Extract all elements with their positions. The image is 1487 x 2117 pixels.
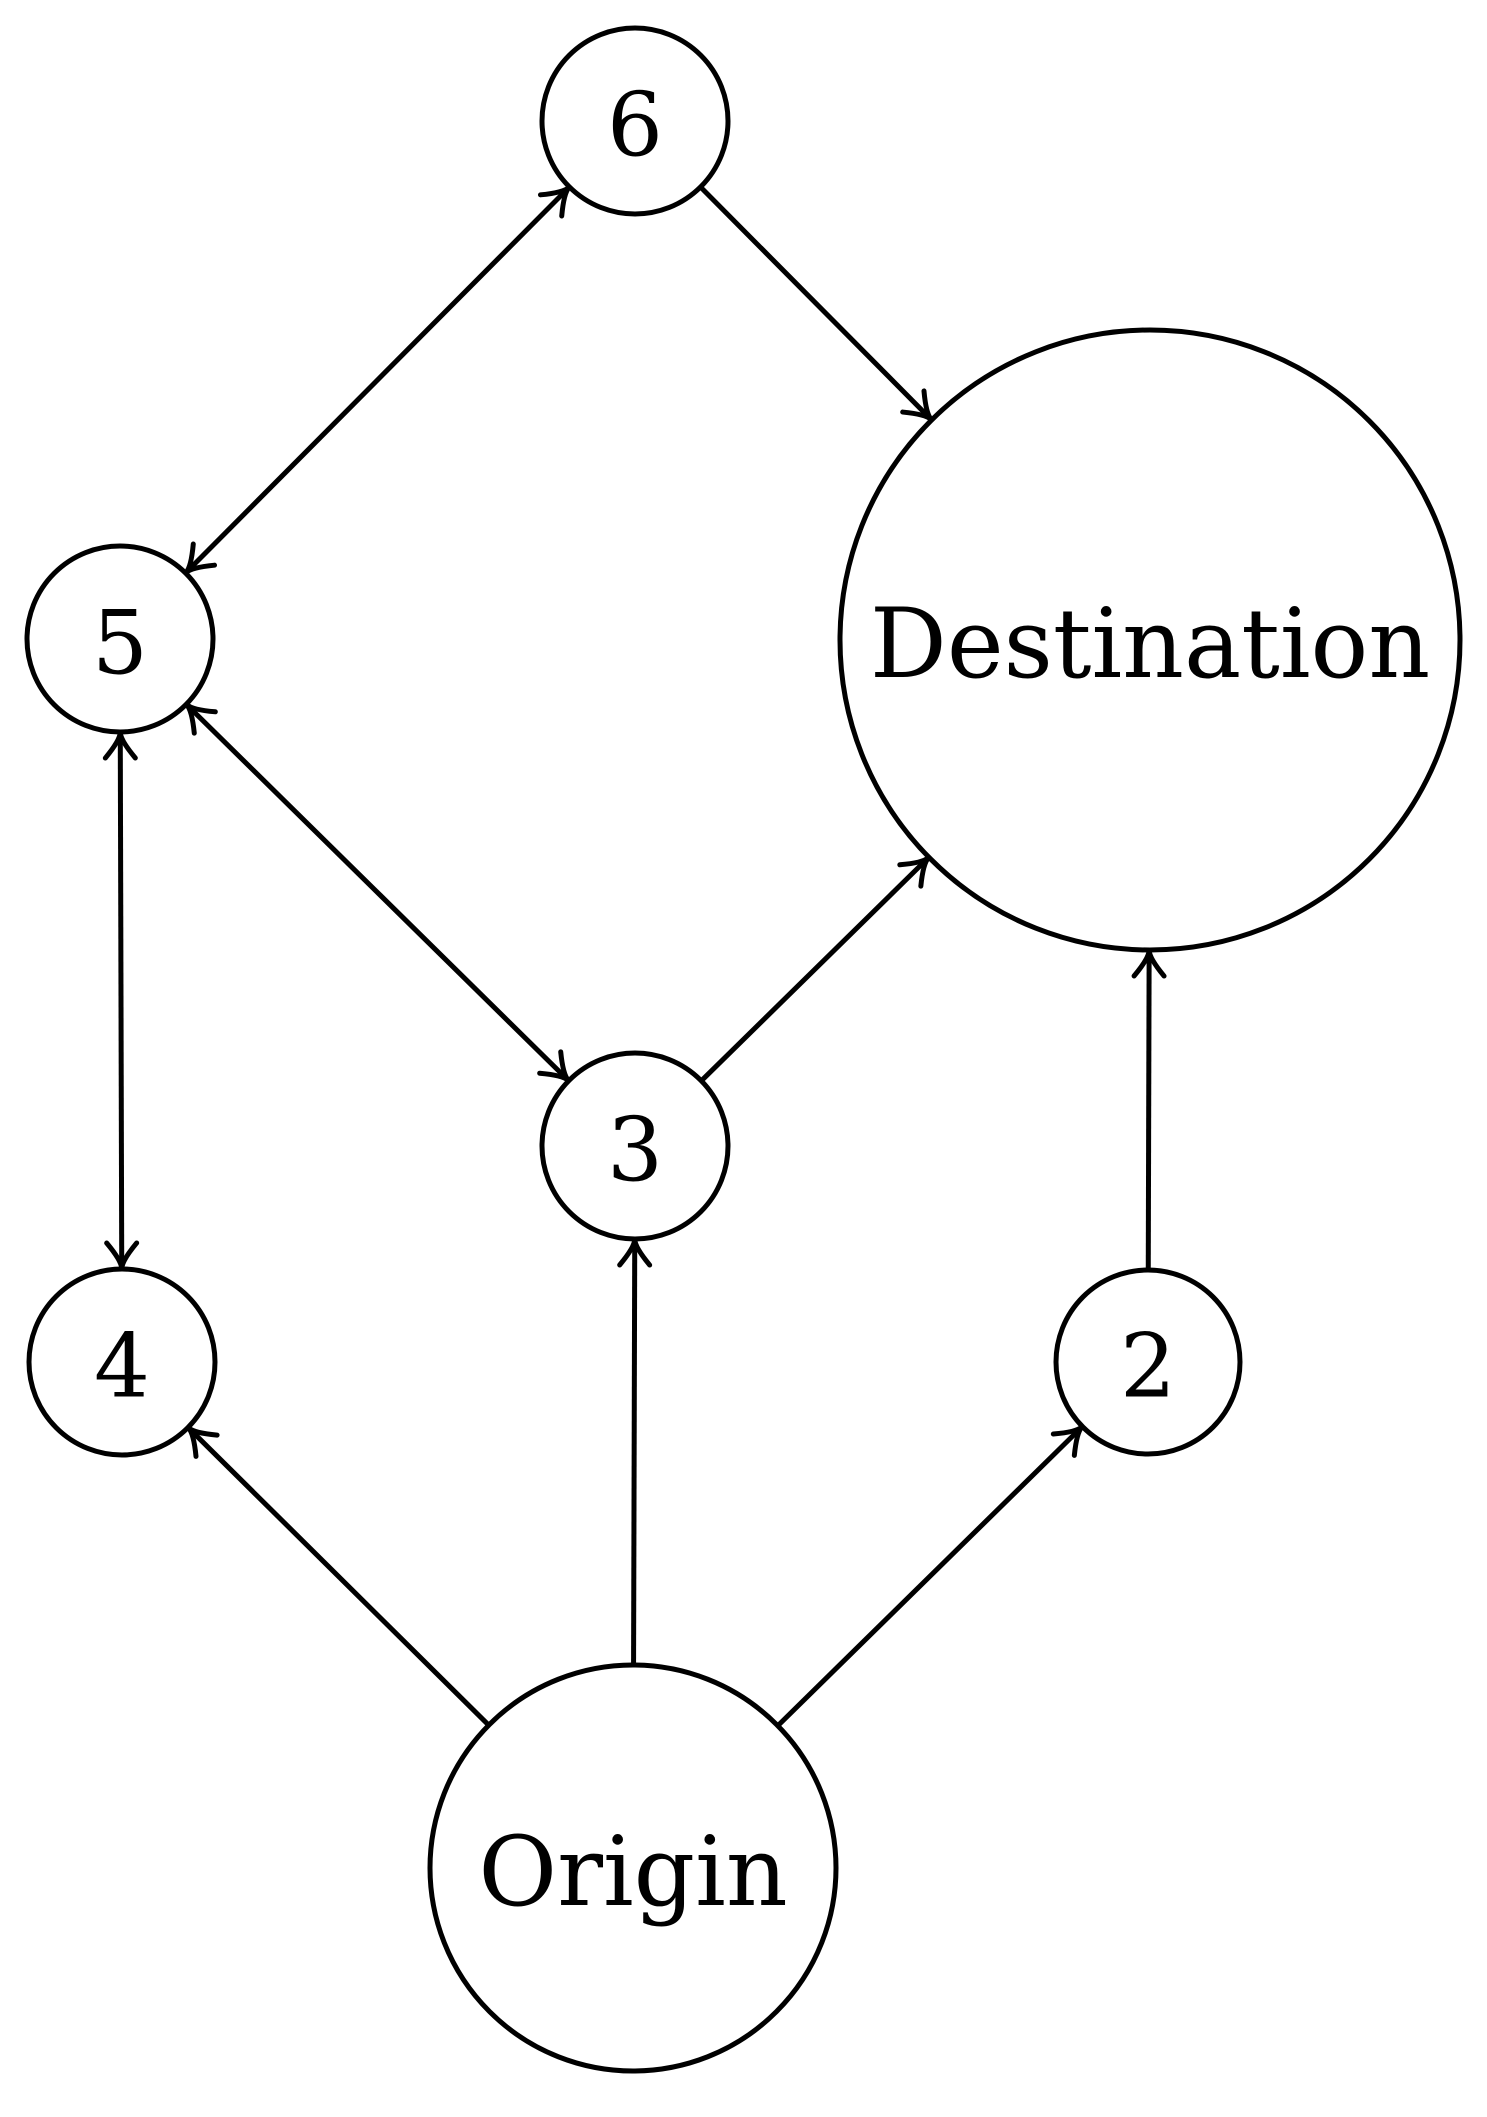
edge-n4-to-n5	[102, 729, 140, 1272]
edge-n2-to-destination	[1131, 947, 1167, 1271]
node-n3: 3	[539, 1050, 731, 1242]
node-n5: 5	[24, 543, 216, 735]
edge-line	[698, 185, 934, 422]
node-circle	[26, 1266, 218, 1458]
edge-line	[183, 185, 572, 575]
node-circle	[837, 327, 1463, 953]
edge-line	[117, 731, 125, 1270]
node-circle	[24, 543, 216, 735]
node-circle	[1053, 1267, 1243, 1457]
node-n6: 6	[539, 25, 731, 217]
edge-n3-to-destination	[699, 854, 932, 1083]
node-label: Destination	[870, 588, 1430, 700]
edge-n5-to-n6	[183, 184, 572, 576]
edge-origin-to-n4	[185, 1424, 491, 1727]
node-label: 5	[92, 592, 148, 695]
edges-layer	[102, 184, 1167, 1728]
edge-origin-to-n2	[776, 1423, 1085, 1728]
node-n2: 2	[1053, 1267, 1243, 1457]
edge-line	[699, 855, 931, 1083]
node-destination: Destination	[837, 327, 1463, 953]
edge-line	[631, 1238, 638, 1666]
edge-line	[184, 702, 571, 1083]
edge-line	[1145, 949, 1152, 1271]
node-n4: 4	[26, 1266, 218, 1458]
node-label: Origin	[478, 1816, 787, 1928]
node-label: 2	[1120, 1315, 1176, 1418]
edge-line	[776, 1424, 1085, 1728]
edge-n5-to-n3	[183, 701, 572, 1084]
edge-origin-to-n3	[617, 1236, 653, 1666]
node-circle	[539, 25, 731, 217]
node-origin: Origin	[427, 1662, 839, 2074]
node-circle	[539, 1050, 731, 1242]
node-circle	[427, 1662, 839, 2074]
edge-line	[186, 1425, 491, 1727]
node-label: 4	[94, 1315, 150, 1418]
node-label: 6	[607, 74, 663, 177]
edge-n6-to-destination	[698, 185, 935, 423]
nodes-layer: Origin Destination 2 3 4 5 6	[24, 25, 1463, 2074]
node-label: 3	[607, 1099, 663, 1202]
